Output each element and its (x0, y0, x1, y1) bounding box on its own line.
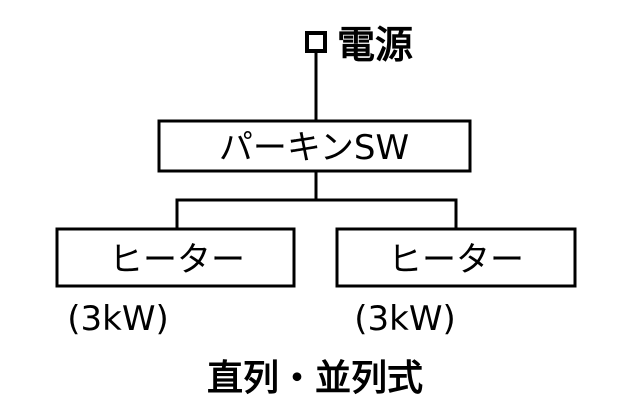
wire-branch (175, 198, 458, 231)
heater-label-left: ヒーター (109, 240, 245, 280)
power-label: 電源 (337, 23, 413, 67)
heater-box-right (335, 227, 577, 288)
heater-rating-left: (3kW) (67, 299, 168, 339)
switch-label: パーキンSW (219, 128, 409, 168)
heater-label-right: ヒーター (388, 240, 524, 280)
heater-rating-right: (3kW) (354, 299, 455, 339)
diagram-caption: 直列・並列式 (207, 358, 423, 399)
heater-box-left (55, 227, 296, 288)
power-terminal (305, 31, 327, 53)
